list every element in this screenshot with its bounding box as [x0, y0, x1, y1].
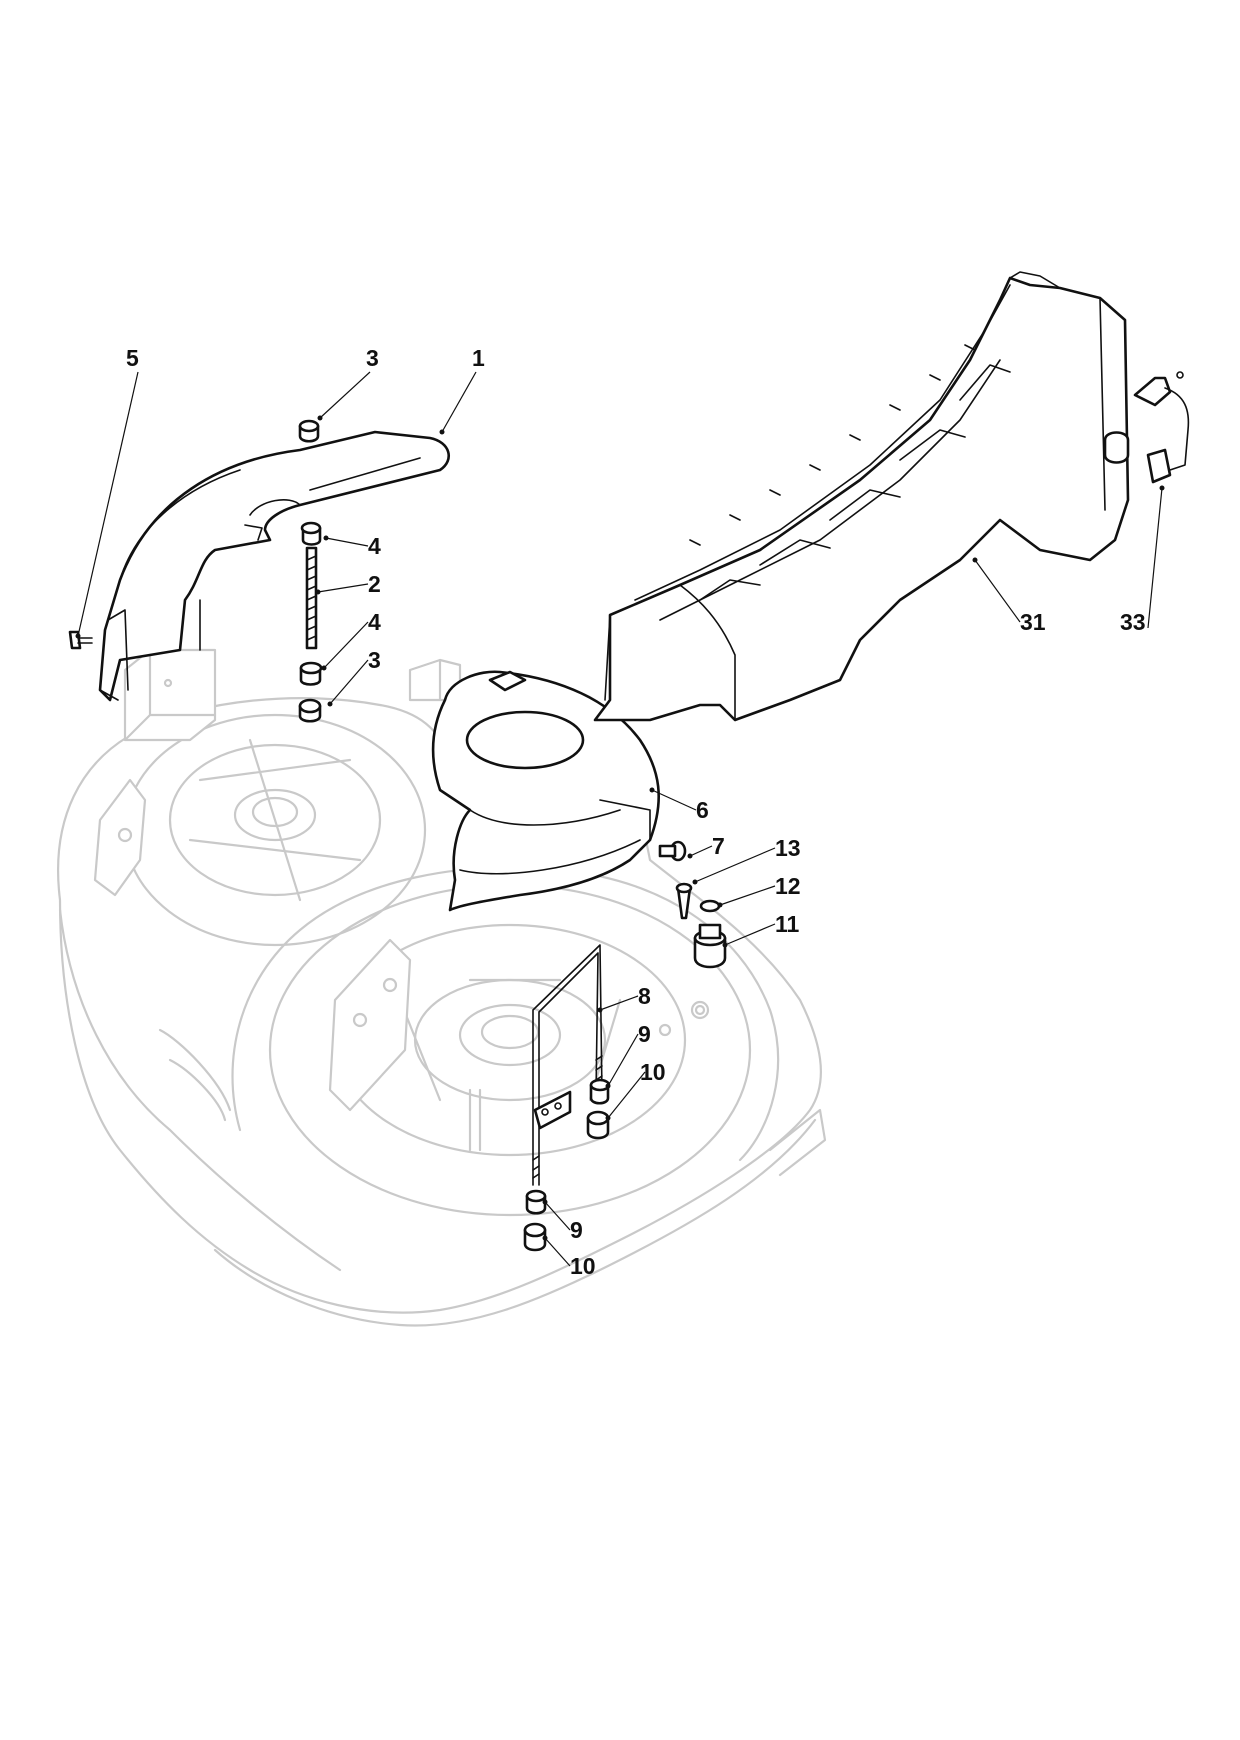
part-9-nut-lower — [525, 1189, 547, 1215]
callout-9: 9 — [570, 1217, 583, 1243]
part-8-u-bolt — [532, 944, 603, 1186]
part-31-discharge-chute — [593, 271, 1130, 722]
part-3-nut-top — [298, 419, 320, 443]
callout-8: 8 — [638, 983, 651, 1009]
part-10-nut-lower — [523, 1222, 547, 1252]
part-3-nut-lower — [298, 698, 322, 723]
part-33-latch — [1133, 371, 1190, 484]
part-12-washer — [699, 899, 721, 913]
callout-11: 11 — [775, 911, 800, 937]
callout-9: 9 — [638, 1021, 651, 1047]
leader-lines — [75, 371, 1165, 1267]
part-11-bushing — [693, 923, 727, 969]
callout-4: 4 — [368, 609, 381, 635]
callout-10: 10 — [640, 1059, 666, 1085]
part-1-belt-cover — [98, 430, 450, 702]
callout-10: 10 — [570, 1253, 596, 1279]
part-6-pulley-cover — [431, 670, 660, 912]
callout-4: 4 — [368, 533, 381, 559]
callout-labels: 5 3 1 4 2 4 3 31 33 6 7 13 12 11 8 9 10 … — [126, 345, 1146, 1279]
callout-33: 33 — [1120, 609, 1146, 635]
callout-12: 12 — [775, 873, 801, 899]
callout-3: 3 — [368, 647, 381, 673]
callout-13: 13 — [775, 835, 801, 861]
callout-31: 31 — [1020, 609, 1046, 635]
callout-1: 1 — [472, 345, 485, 371]
part-2-threaded-rod — [305, 546, 318, 650]
callout-5: 5 — [126, 345, 139, 371]
callout-7: 7 — [712, 833, 725, 859]
part-13-pin — [675, 882, 693, 920]
part-7-bolt — [658, 840, 687, 862]
part-10-nut-upper — [586, 1110, 610, 1140]
part-4-nut-lower — [299, 661, 323, 686]
callout-3: 3 — [366, 345, 379, 371]
part-5-screw — [68, 630, 93, 650]
callout-2: 2 — [368, 571, 381, 597]
part-4-nut-upper — [300, 521, 322, 546]
part-9-nut-upper — [589, 1078, 611, 1105]
callout-6: 6 — [696, 797, 709, 823]
